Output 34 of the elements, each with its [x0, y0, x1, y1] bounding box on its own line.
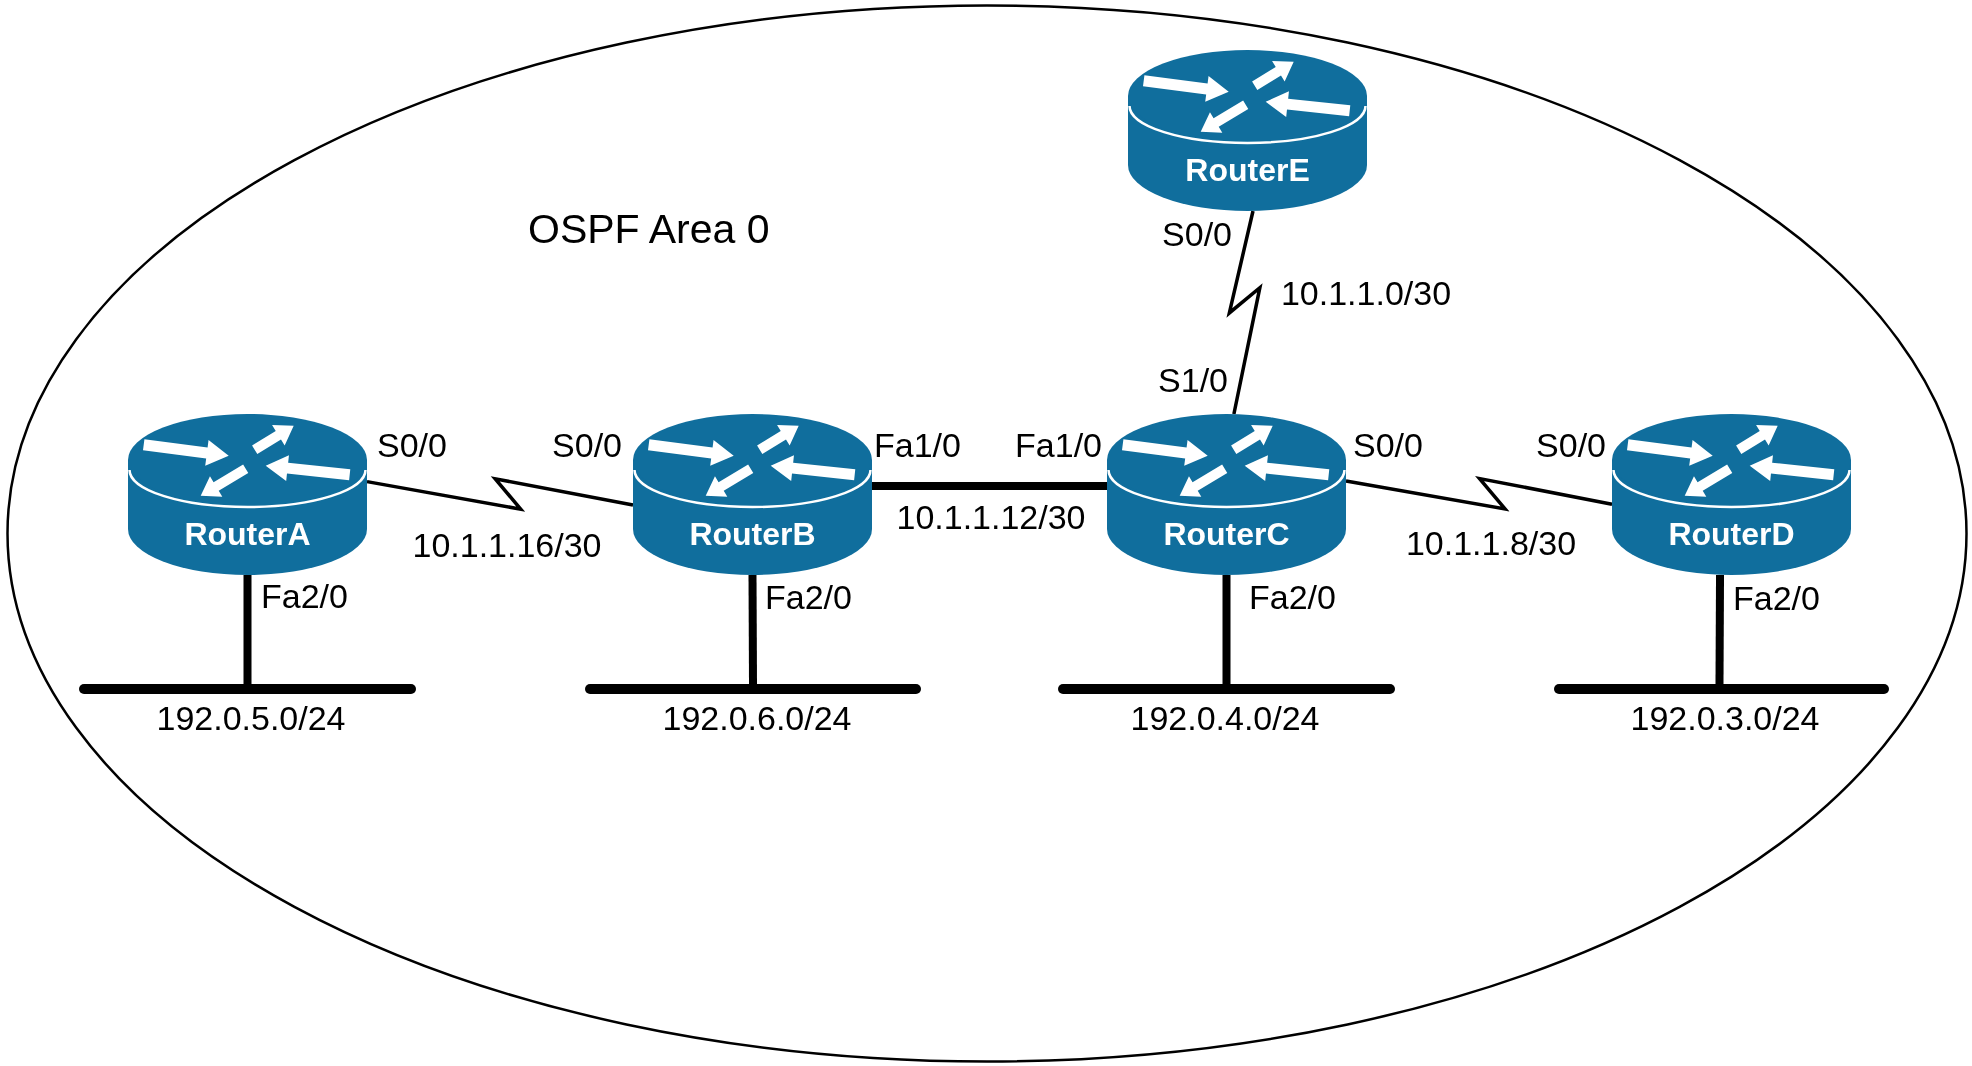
interface-label: S0/0: [1353, 428, 1423, 462]
subnet-label: 192.0.6.0/24: [662, 701, 852, 735]
interface-label: S0/0: [1162, 217, 1232, 251]
serial-link: [366, 476, 634, 512]
interface-label: Fa1/0: [1015, 428, 1102, 462]
ethernet-link: [1222, 575, 1231, 684]
ethernet-link: [872, 481, 1107, 490]
router-name: RouterA: [184, 518, 311, 550]
lan-segment: [1058, 684, 1395, 694]
router-name: RouterB: [689, 518, 816, 550]
interface-label: S0/0: [377, 428, 447, 462]
interface-label: Fa2/0: [1733, 581, 1820, 615]
interface-label: Fa2/0: [261, 579, 348, 613]
area-boundary: [6, 4, 1968, 1063]
router-name: RouterE: [1185, 154, 1310, 186]
interface-label: S0/0: [1536, 428, 1606, 462]
subnet-label: 192.0.3.0/24: [1630, 701, 1820, 735]
area-label: OSPF Area 0: [528, 208, 770, 250]
lan-segment: [585, 684, 921, 694]
lan-segment: [79, 684, 416, 694]
serial-link: [1345, 475, 1613, 512]
interface-label: Fa1/0: [874, 428, 961, 462]
router-name: RouterD: [1668, 518, 1795, 550]
router-name: RouterC: [1163, 518, 1290, 550]
interface-label: S1/0: [1158, 363, 1228, 397]
subnet-label: 192.0.5.0/24: [156, 701, 346, 735]
interface-label: Fa2/0: [765, 580, 852, 614]
interface-label: Fa2/0: [1249, 580, 1336, 614]
subnet-label: 192.0.4.0/24: [1130, 701, 1320, 735]
interface-label: S0/0: [552, 428, 622, 462]
ethernet-link: [1715, 574, 1725, 684]
ethernet-link: [243, 575, 252, 684]
ethernet-link: [748, 575, 757, 684]
lan-segment: [1554, 684, 1889, 694]
